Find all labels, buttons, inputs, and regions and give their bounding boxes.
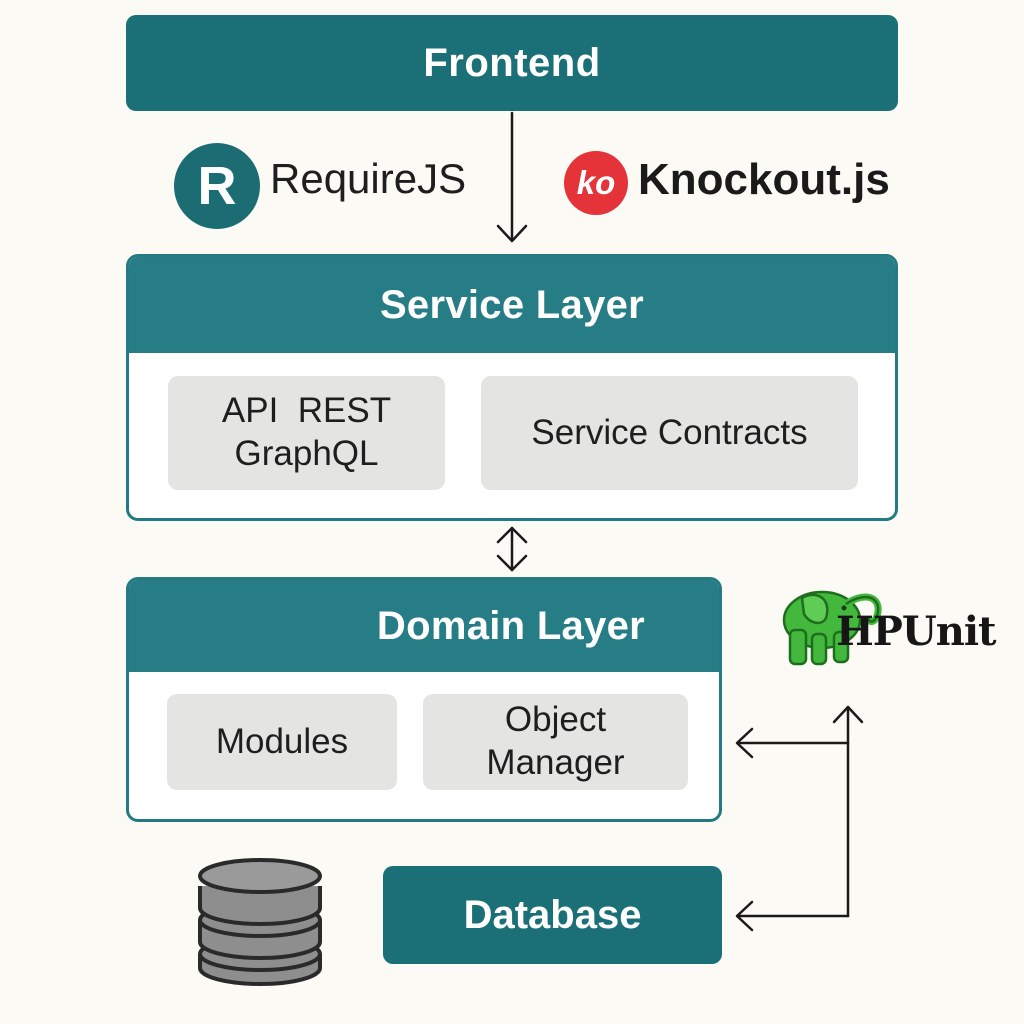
api-chip: API REST GraphQL: [168, 376, 445, 490]
frontend-label: Frontend: [423, 40, 601, 85]
knockout-label: Knockout.js: [638, 155, 890, 204]
database-label: Database: [463, 892, 642, 937]
service-contracts-label: Service Contracts: [531, 412, 808, 452]
requirejs-logo-icon: R: [174, 143, 260, 229]
domain-layer-header: Domain Layer: [129, 580, 719, 672]
api-chip-line-2: GraphQL: [234, 434, 379, 473]
phpunit-connector-arrows: [735, 705, 864, 932]
service-layer-header: Service Layer: [129, 257, 895, 353]
service-layer-title: Service Layer: [379, 282, 645, 327]
database-icon: [198, 858, 322, 986]
domain-layer-title: Domain Layer: [376, 603, 646, 648]
frontend-box: Frontend: [126, 15, 898, 111]
knockout-mark: ko: [576, 164, 616, 201]
object-manager-line-1: Object: [504, 700, 607, 740]
service-contracts-chip: Service Contracts: [481, 376, 858, 490]
requirejs-label: RequireJS: [270, 155, 467, 202]
modules-chip: Modules: [167, 694, 397, 790]
object-manager-line-2: Manager: [486, 743, 625, 782]
modules-label: Modules: [215, 721, 349, 761]
knockout-logo-icon: ko: [564, 151, 628, 215]
object-manager-chip: Object Manager: [423, 694, 688, 790]
frontend-to-service-arrow: [496, 111, 528, 243]
requirejs-mark: R: [197, 156, 237, 216]
database-box: Database: [383, 866, 722, 964]
elephant-icon: [782, 590, 882, 666]
service-domain-bidirectional-arrow: [496, 526, 528, 572]
phpunit-label: HPUnit: [836, 608, 997, 655]
api-chip-line-1: API REST: [221, 391, 392, 431]
